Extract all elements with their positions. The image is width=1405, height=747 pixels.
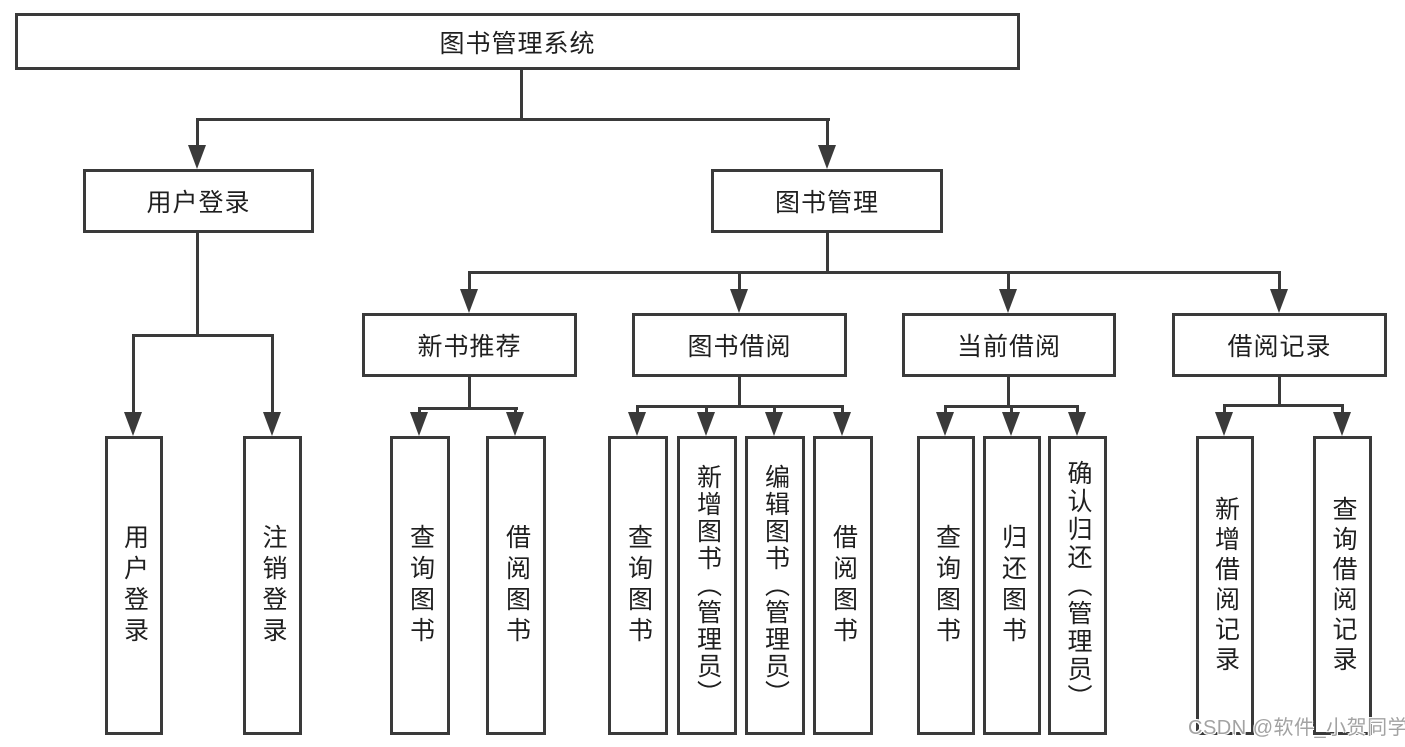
- node-label: 图书管理: [774, 189, 879, 217]
- leaf-search-borrow-record: 查询借阅记录: [1313, 436, 1372, 735]
- leaf-search-books-3: 查询图书: [917, 436, 975, 735]
- connector-leaf-shaft: [841, 405, 844, 415]
- leaf-label: 用户登录: [120, 523, 149, 648]
- arrowhead-leaf-search-books-3: [936, 412, 954, 436]
- arrowhead-new-book-recommendation: [460, 289, 478, 313]
- leaf-label: 新增借阅记录: [1211, 495, 1240, 676]
- connector-leaf-shaft: [271, 334, 274, 414]
- arrowhead-book-borrowing: [730, 289, 748, 313]
- arrowhead-leaf-search-borrow-record: [1333, 412, 1351, 436]
- connector-leaf-shaft: [1010, 405, 1013, 415]
- connector-leaf-shaft: [418, 407, 421, 415]
- connector-user-login-stem: [196, 233, 199, 337]
- node-label: 图书管理系统: [439, 29, 596, 58]
- connector-group3-branch: [636, 405, 844, 408]
- connector-leaf-shaft: [514, 407, 517, 415]
- arrowhead-leaf-edit-books: [765, 412, 783, 436]
- connector-level2-branch: [196, 118, 830, 121]
- leaf-label: 借阅图书: [829, 523, 858, 648]
- node-current-borrowing: 当前借阅: [902, 313, 1116, 377]
- connector-new-book-stem: [468, 377, 471, 408]
- leaf-label: 查询借阅记录: [1329, 495, 1357, 676]
- node-label: 图书借阅: [687, 333, 792, 361]
- connector-book-borrowing-stem: [738, 377, 741, 406]
- node-label: 用户登录: [146, 189, 251, 217]
- connector-borrowing-records-stem: [1278, 377, 1281, 405]
- leaf-search-books-2: 查询图书: [608, 436, 668, 735]
- connector-leaf-shaft: [773, 405, 776, 415]
- node-new-book-recommendation: 新书推荐: [362, 313, 577, 377]
- connector-leaf-shaft: [636, 405, 639, 415]
- arrowhead-leaf-borrow-books-1: [506, 412, 524, 436]
- connector-group2-branch: [418, 407, 518, 410]
- connector-group1-branch: [132, 334, 274, 337]
- connector-book-management-stem: [826, 233, 829, 273]
- leaf-label: 编辑图书（管理员）: [761, 464, 790, 707]
- connector-book-management-shaft: [826, 118, 829, 147]
- leaf-label: 新增图书（管理员）: [693, 464, 722, 707]
- leaf-return-books: 归还图书: [983, 436, 1041, 735]
- leaf-edit-books-admin: 编辑图书（管理员）: [745, 436, 805, 735]
- leaf-add-borrow-record: 新增借阅记录: [1196, 436, 1254, 735]
- connector-borrowing-records-shaft: [1278, 271, 1281, 290]
- connector-leaf-shaft: [132, 334, 135, 414]
- node-user-login: 用户登录: [83, 169, 314, 233]
- connector-leaf-shaft: [944, 405, 947, 415]
- node-book-management: 图书管理: [711, 169, 943, 233]
- leaf-label: 确认归还（管理员）: [1064, 459, 1092, 712]
- leaf-label: 查询图书: [406, 523, 435, 648]
- connector-new-book-shaft: [468, 271, 471, 290]
- leaf-label: 归还图书: [998, 523, 1027, 648]
- connector-book-borrowing-shaft: [738, 271, 741, 290]
- leaf-label: 查询图书: [932, 523, 961, 648]
- arrowhead-borrowing-records: [1270, 289, 1288, 313]
- leaf-label: 查询图书: [624, 523, 653, 648]
- arrowhead-leaf-logout: [263, 412, 281, 436]
- arrowhead-user-login: [188, 145, 206, 169]
- connector-root-stem: [520, 70, 523, 119]
- connector-level3-branch: [468, 271, 1281, 274]
- arrowhead-leaf-add-borrow-record: [1215, 412, 1233, 436]
- arrowhead-leaf-return-books: [1002, 412, 1020, 436]
- node-borrowing-records: 借阅记录: [1172, 313, 1387, 377]
- leaf-search-books-1: 查询图书: [390, 436, 450, 735]
- leaf-label: 注销登录: [259, 523, 287, 648]
- connector-leaf-shaft: [1341, 404, 1344, 414]
- leaf-label: 借阅图书: [502, 523, 531, 648]
- arrowhead-current-borrowing: [999, 289, 1017, 313]
- arrowhead-leaf-search-books-1: [410, 412, 428, 436]
- connector-leaf-shaft: [705, 405, 708, 415]
- node-label: 借阅记录: [1227, 333, 1332, 361]
- connector-leaf-shaft: [1223, 404, 1226, 414]
- connector-current-borrowing-stem: [1007, 377, 1010, 406]
- arrowhead-book-management: [818, 145, 836, 169]
- leaf-borrow-books-2: 借阅图书: [813, 436, 873, 735]
- arrowhead-leaf-search-books-2: [628, 412, 646, 436]
- connector-current-borrowing-shaft: [1007, 271, 1010, 290]
- leaf-borrow-books-1: 借阅图书: [486, 436, 546, 735]
- leaf-user-login: 用户登录: [105, 436, 163, 735]
- leaf-logout: 注销登录: [243, 436, 302, 735]
- node-label: 新书推荐: [417, 333, 522, 361]
- connector-leaf-shaft: [1076, 405, 1079, 415]
- node-label: 当前借阅: [956, 333, 1061, 361]
- leaf-add-books-admin: 新增图书（管理员）: [677, 436, 737, 735]
- arrowhead-leaf-confirm-return: [1068, 412, 1086, 436]
- leaf-confirm-return-admin: 确认归还（管理员）: [1048, 436, 1107, 735]
- arrowhead-leaf-user-login: [124, 412, 142, 436]
- arrowhead-leaf-add-books: [697, 412, 715, 436]
- arrowhead-leaf-borrow-books-2: [833, 412, 851, 436]
- connector-user-login-shaft: [196, 118, 199, 147]
- node-library-management-system: 图书管理系统: [15, 13, 1020, 70]
- connector-group5-branch: [1223, 404, 1343, 407]
- watermark-csdn: CSDN @软件_小贺同学: [1188, 717, 1405, 739]
- node-book-borrowing: 图书借阅: [632, 313, 847, 377]
